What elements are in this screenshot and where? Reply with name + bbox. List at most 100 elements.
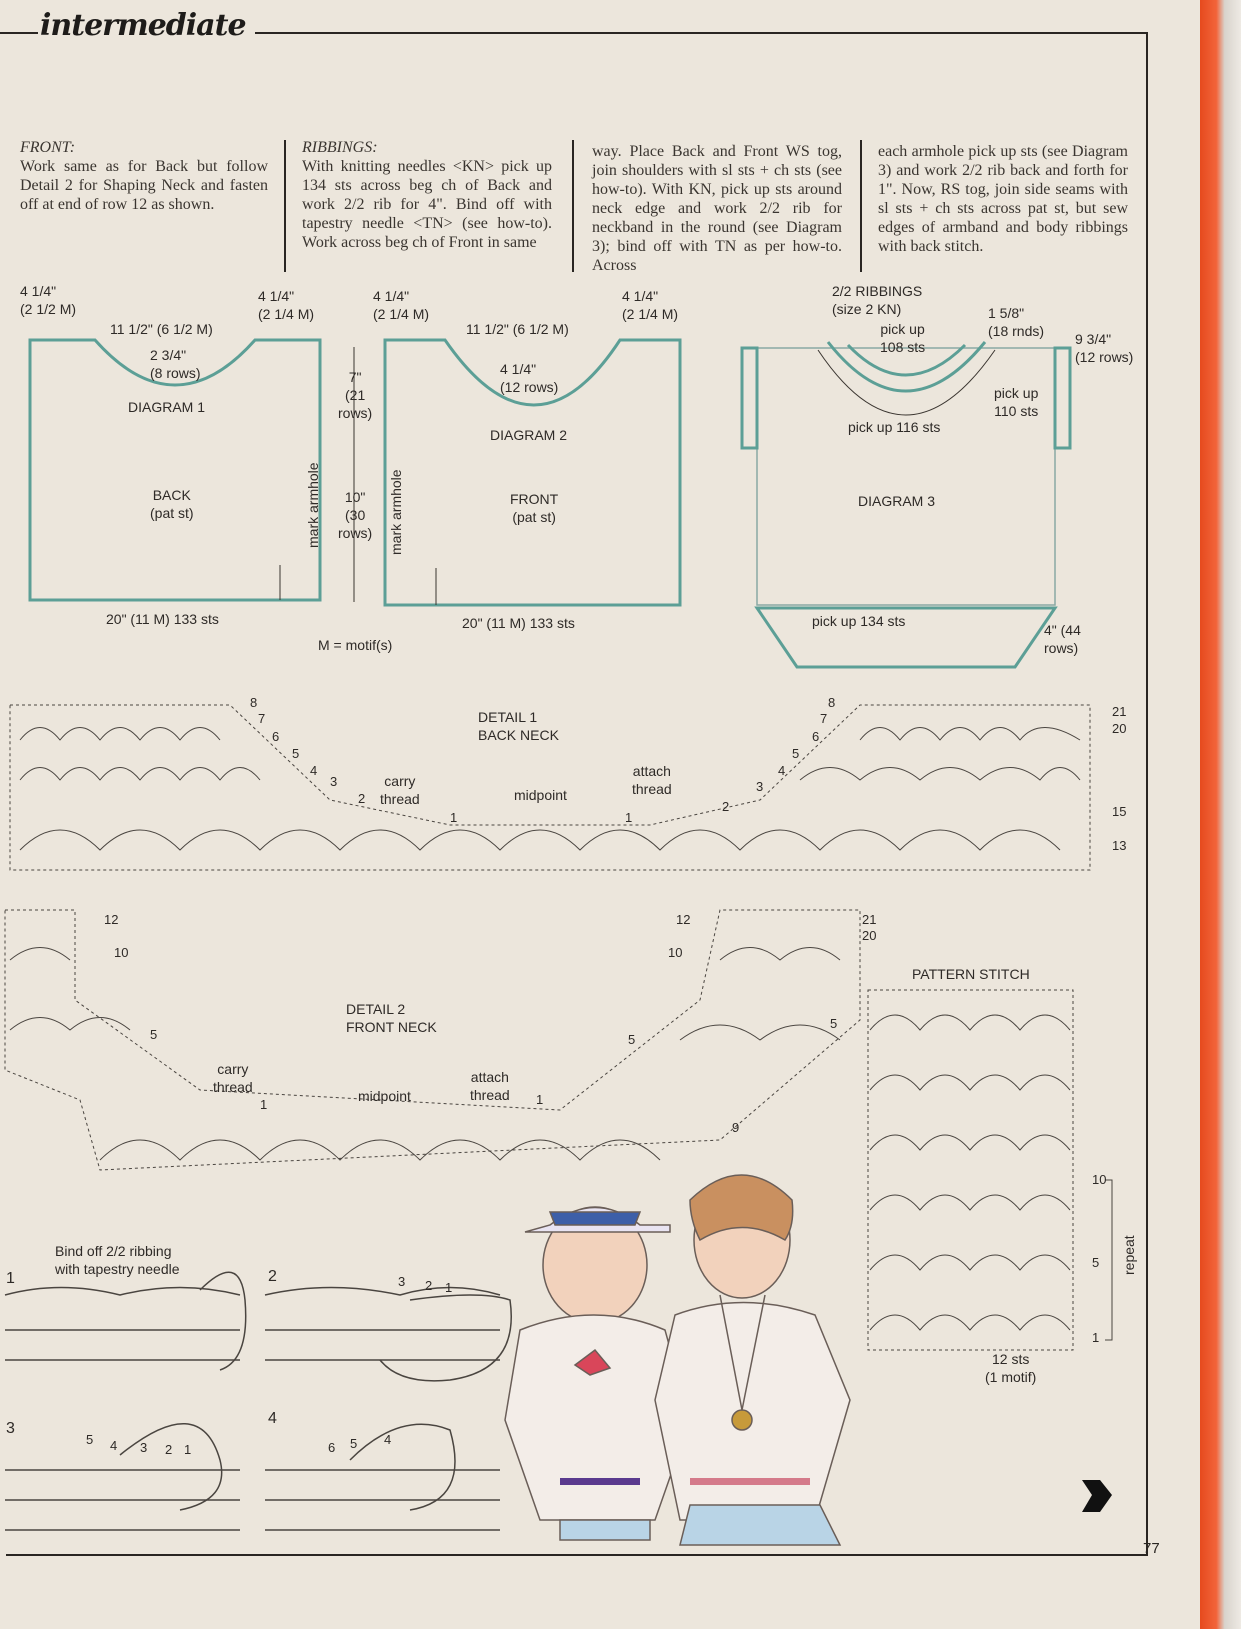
- neckband: [826, 341, 987, 393]
- howto-illustrations: [4, 1271, 512, 1531]
- d1-row-label: 6: [272, 729, 280, 744]
- needle-count: 1: [445, 1280, 453, 1295]
- detail2-chart: [4, 909, 861, 1171]
- armhole-instructions: each armhole pick up sts (see Diagram 3)…: [878, 143, 1128, 255]
- d1-edge-label: 20: [1112, 721, 1127, 736]
- d1-piece-name: BACK: [152, 487, 191, 503]
- d3-ribbings: 2/2 RIBBINGS (size 2 KN): [832, 283, 923, 317]
- pattern-stitch-chart: [867, 989, 1113, 1351]
- d2-width: 20" (11 M) 133 sts: [462, 615, 575, 631]
- d2-row-label: 1: [536, 1092, 544, 1107]
- d2-mark-armhole: mark armhole: [388, 469, 404, 555]
- back-outline: [28, 338, 322, 602]
- howto-step: 3: [6, 1420, 15, 1437]
- d2-title: DIAGRAM 2: [490, 427, 568, 443]
- d3-pickup-body: pick up 134 sts: [812, 613, 906, 629]
- d1-row-label: 2: [358, 791, 366, 806]
- d1-row-label: 3: [330, 774, 338, 789]
- d1-edge-label: 13: [1112, 838, 1127, 853]
- needle-count: 5: [350, 1436, 358, 1451]
- detail1-title: DETAIL 1 BACK NECK: [478, 709, 559, 743]
- d2-shoulder-right: 4 1/4" (2 1/4 M): [622, 288, 679, 322]
- d1-row-label: 8: [828, 695, 836, 710]
- d3-pickup-neck-bottom: pick up 116 sts: [848, 419, 941, 435]
- d2-edge-label: 9: [732, 1120, 740, 1135]
- howto-step: 2: [268, 1268, 277, 1285]
- d1-stitch: (pat st): [150, 505, 194, 521]
- d1-row-label: 7: [258, 711, 266, 726]
- d2-neck-depth: 4 1/4" (12 rows): [500, 361, 559, 395]
- d2-row-label: 12: [104, 912, 119, 927]
- detail1-attach: attach thread: [632, 763, 672, 797]
- d1-shoulder-left: 4 1/4" (2 1/2 M): [20, 283, 77, 317]
- d1-shoulder-right: 4 1/4" (2 1/4 M): [258, 288, 315, 322]
- needle-count: 6: [328, 1440, 336, 1455]
- left-armband: [740, 346, 759, 450]
- d1-row-label: 4: [310, 763, 318, 778]
- d1-row-label: 6: [812, 729, 820, 744]
- sweater-body-outline: [756, 347, 1056, 606]
- needle-count: 1: [184, 1442, 192, 1457]
- front-outline: [383, 338, 682, 607]
- level-heading: intermediate: [40, 8, 247, 43]
- d2-piece-name: FRONT: [510, 491, 559, 507]
- d2-stitch: (pat st): [512, 509, 556, 525]
- d1-neck-depth: 2 3/4" (8 rows): [150, 347, 201, 381]
- d2-shoulder-left: 4 1/4" (2 1/4 M): [373, 288, 430, 322]
- detail2-midpoint: midpoint: [358, 1088, 411, 1104]
- page-frame: [6, 34, 1148, 1556]
- motif-legend: M = motif(s): [318, 637, 393, 653]
- ribbings-instructions: RIBBINGS: With knitting needles <KN> pic…: [302, 138, 552, 252]
- armhole-depth: 7" (21 rows): [338, 369, 373, 421]
- d2-piece: FRONT (pat st): [510, 490, 558, 526]
- pattern-repeat-label: repeat: [1121, 1235, 1137, 1275]
- d3-title: DIAGRAM 3: [858, 493, 936, 509]
- d1-piece: BACK (pat st): [150, 486, 194, 522]
- pattern-row-label: 10: [1092, 1172, 1107, 1187]
- d1-row-label: 5: [792, 746, 800, 761]
- d1-row-label: 1: [450, 810, 458, 825]
- howto-caption: Bind off 2/2 ribbing with tapestry needl…: [55, 1243, 180, 1277]
- header-rule: [255, 32, 1148, 34]
- pattern-row-label: 1: [1092, 1330, 1100, 1345]
- d1-edge-label: 21: [1112, 704, 1127, 719]
- needle-count: 2: [165, 1442, 173, 1457]
- d1-row-label: 4: [778, 763, 786, 778]
- waist-ribbing: [754, 606, 1058, 669]
- d3-rib-depth: 4" (44 rows): [1044, 622, 1081, 656]
- d3-armband: 9 3/4" (12 rows): [1075, 331, 1134, 365]
- right-armband: [1053, 346, 1072, 450]
- d3-pickup-neck-top: pick up 108 sts: [880, 321, 926, 355]
- front-body: Work same as for Back but follow Detail …: [20, 158, 268, 213]
- needle-count: 3: [398, 1274, 406, 1289]
- d1-title: DIAGRAM 1: [128, 399, 206, 415]
- schematic-drawings: [4, 338, 1113, 1546]
- pattern-width: 12 sts (1 motif): [985, 1351, 1037, 1385]
- d2-row-label: 1: [260, 1097, 268, 1112]
- fashion-illustration: [504, 1174, 851, 1546]
- detail1-midpoint: midpoint: [514, 787, 567, 803]
- front-instructions: FRONT: Work same as for Back but follow …: [20, 138, 268, 214]
- join-instructions: way. Place Back and Front WS tog, join s…: [592, 143, 842, 274]
- detail2-carry: carry thread: [213, 1061, 253, 1095]
- needle-count: 3: [140, 1440, 148, 1455]
- ribbings-heading: RIBBINGS:: [302, 139, 378, 156]
- d1-row-label: 1: [625, 810, 633, 825]
- howto-step: 1: [6, 1270, 15, 1287]
- d1-width: 20" (11 M) 133 sts: [106, 611, 219, 627]
- d2-row-label: 5: [628, 1032, 636, 1047]
- header-rule-left: [0, 32, 38, 34]
- detail1-chart: [9, 704, 1091, 871]
- page-edge-strip: [1200, 0, 1241, 1629]
- front-heading: FRONT:: [20, 139, 76, 156]
- d1-row-label: 3: [756, 779, 764, 794]
- page-number: 77: [1143, 1540, 1160, 1557]
- pattern-stitch-title: PATTERN STITCH: [912, 966, 1030, 982]
- d3-neck-rnds: 1 5/8" (18 rnds): [988, 305, 1045, 339]
- d1-row-label: 7: [820, 711, 828, 726]
- d2-neck-width: 11 1/2" (6 1/2 M): [466, 321, 569, 337]
- d1-neck-width: 11 1/2" (6 1/2 M): [110, 321, 213, 337]
- detail2-attach: attach thread: [470, 1069, 510, 1103]
- howto-step: 4: [268, 1410, 277, 1427]
- d2-row-label: 10: [668, 945, 683, 960]
